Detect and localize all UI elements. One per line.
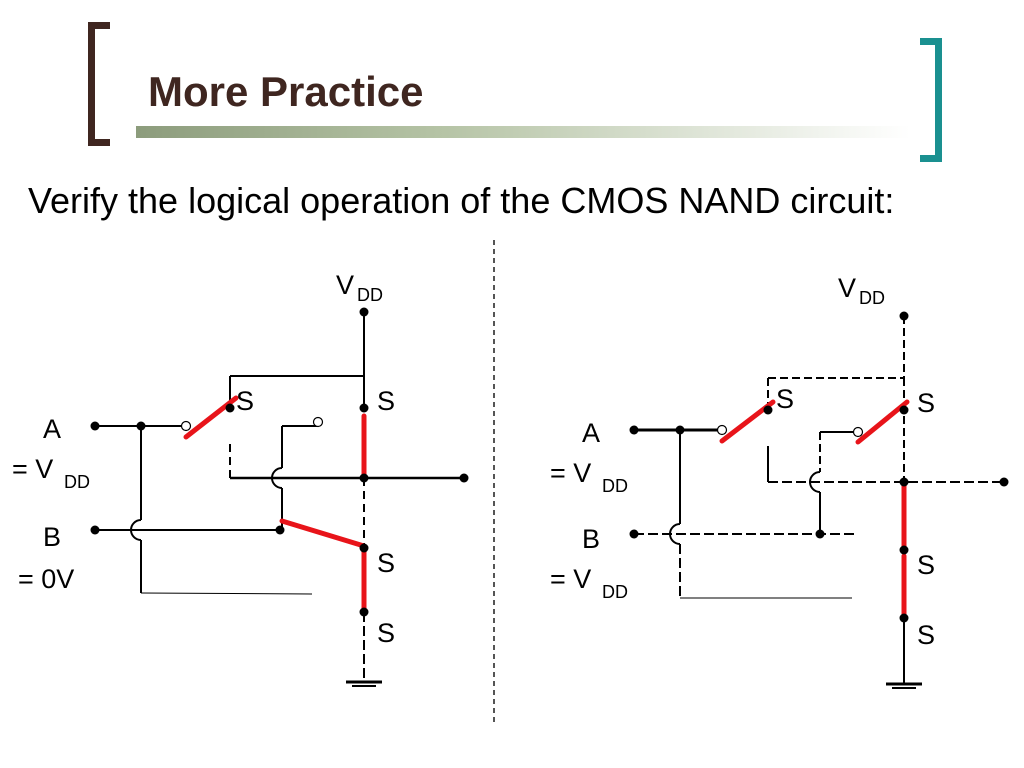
right-nodes bbox=[629, 311, 1009, 623]
right-terminal-label: S bbox=[917, 388, 935, 418]
left-bracket bbox=[88, 22, 110, 146]
left-switches bbox=[183, 395, 367, 615]
right-input-a-label: A bbox=[582, 418, 600, 448]
right-vdd-subscript: DD bbox=[859, 288, 885, 308]
right-input-b-subscript: DD bbox=[602, 582, 628, 602]
slide-title: More Practice bbox=[148, 68, 424, 115]
left-terminal-label: S bbox=[377, 618, 395, 648]
right-input-a-value: = V bbox=[550, 458, 591, 488]
right-circuit bbox=[634, 316, 1004, 689]
left-input-b-value: = 0V bbox=[18, 564, 74, 594]
left-terminal-label: S bbox=[377, 548, 395, 578]
slide-subtitle: Verify the logical operation of the CMOS… bbox=[28, 180, 895, 221]
right-vdd-label: V bbox=[838, 273, 856, 303]
right-terminal-label: S bbox=[917, 550, 935, 580]
left-nmos-a-switch bbox=[279, 518, 367, 549]
right-terminal-label: S bbox=[917, 620, 935, 650]
left-vdd-subscript: DD bbox=[357, 285, 383, 305]
left-input-b-label: B bbox=[43, 522, 61, 552]
left-vdd-label: V bbox=[336, 270, 354, 300]
left-circuit bbox=[95, 312, 464, 687]
left-terminal-label: S bbox=[236, 386, 254, 416]
right-terminal-label: S bbox=[776, 384, 794, 414]
left-input-a-label: A bbox=[43, 414, 61, 444]
title-underline bbox=[136, 126, 910, 138]
left-nodes bbox=[90, 307, 469, 617]
right-pmos-b-switch bbox=[855, 399, 910, 445]
left-terminal-label: S bbox=[377, 386, 395, 416]
left-input-a-subscript: DD bbox=[64, 472, 90, 492]
left-input-a-value: = V bbox=[12, 454, 53, 484]
right-switches bbox=[719, 399, 910, 621]
right-input-a-subscript: DD bbox=[602, 476, 628, 496]
right-bracket bbox=[920, 38, 942, 162]
right-input-b-label: B bbox=[582, 524, 600, 554]
right-input-b-value: = V bbox=[550, 564, 591, 594]
